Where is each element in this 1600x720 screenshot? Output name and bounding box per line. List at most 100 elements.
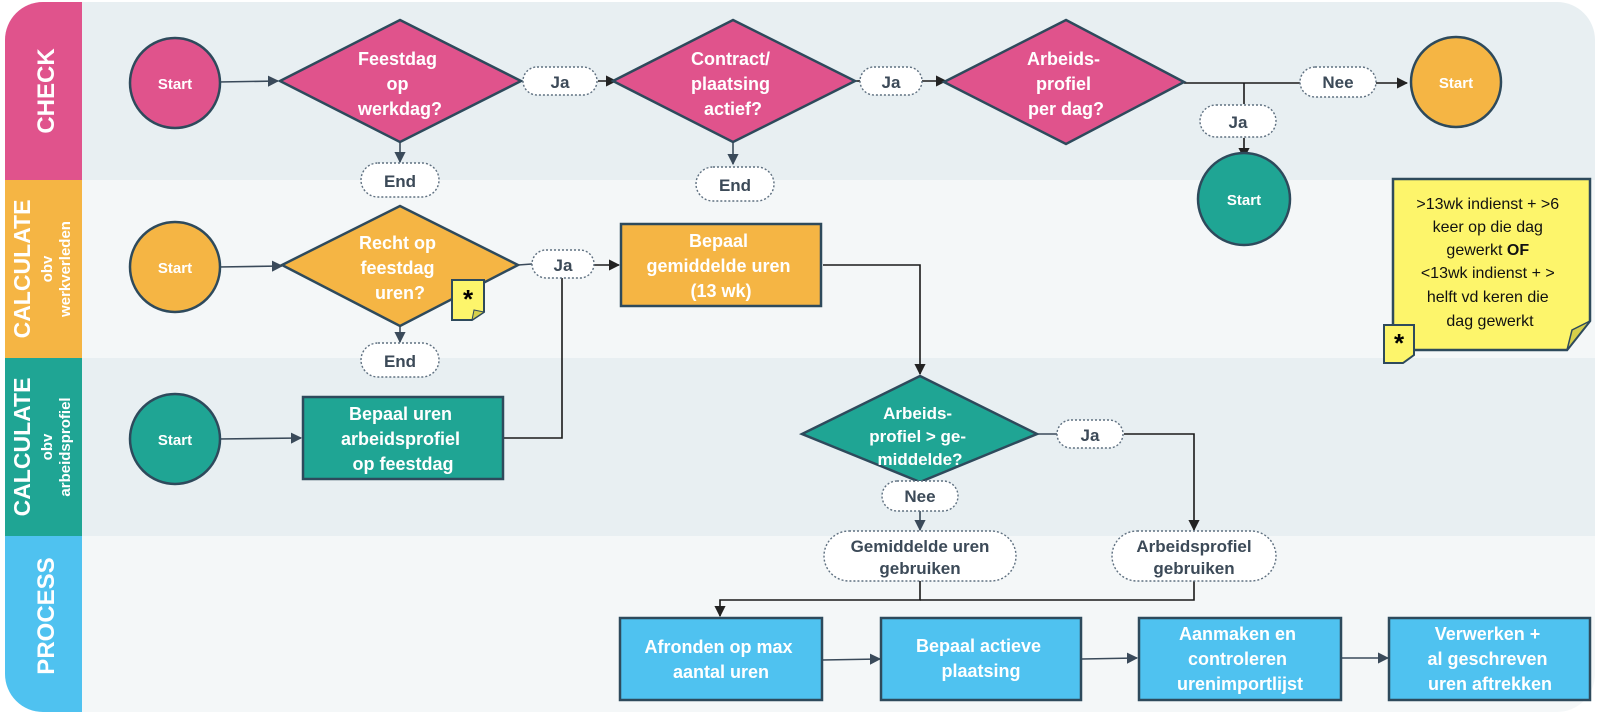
decision-recht-line3: uren? <box>375 283 425 303</box>
start-label: Start <box>158 432 192 449</box>
lane-check-header <box>5 2 82 180</box>
label-ja2: Ja <box>882 73 901 92</box>
lane-calc1-header <box>5 180 82 358</box>
lane-calc1-title: CALCULATE <box>9 200 35 339</box>
svg-text:Bepaal uren arbeidsprofi: Bepaal uren arbeidsprofiel op feestdag <box>341 404 465 474</box>
process-gemiddelde-line1: Bepaal <box>689 231 748 251</box>
process-verwerken-line3: uren aftrekken <box>1428 674 1552 694</box>
start-label: Start <box>1439 75 1473 92</box>
start-label: Start <box>158 76 192 93</box>
node-start-calc1: Start <box>128 220 222 314</box>
decision-contract-line3: actief? <box>704 99 762 119</box>
node-start-calc2: Start <box>128 392 222 486</box>
process-aanmaken: Aanmaken en controleren urenimportlijst <box>1137 616 1343 702</box>
note-line4: <13wk indienst + > <box>1421 265 1555 282</box>
decision-contract-line1: Contract/ <box>691 49 770 69</box>
svg-text:Feestdag op werkda: Feestdag op werkdag? <box>357 49 442 119</box>
pill-ja1 <box>522 66 598 96</box>
note-marker-icon: * <box>1383 324 1415 364</box>
pills <box>360 66 1377 582</box>
decision-arbeid-line3: per dag? <box>1028 99 1104 119</box>
decision-arbeid-line2: profiel <box>1036 74 1091 94</box>
label-nee2: Nee <box>904 487 935 506</box>
process-bepaal-line2: arbeidsprofiel <box>341 429 460 449</box>
decision-gem-line1: Arbeids- <box>883 404 952 423</box>
decision-recht-line2: feestdag <box>360 258 434 278</box>
process-bepaal-line3: op feestdag <box>352 454 453 474</box>
connector-start-feestdag <box>217 75 280 87</box>
connector-start-bepaal <box>217 432 303 444</box>
outcome-gem-line1: Gemiddelde uren <box>851 537 990 556</box>
decision-recht: Recht op feestdag uren? <box>279 204 521 328</box>
svg-text:>13wk indienst + >6 keer: >13wk indienst + >6 keer op die dag gewe… <box>1416 196 1563 330</box>
svg-text:Afronden op max aantal u: Afronden op max aantal uren <box>644 637 797 682</box>
marker-star: * <box>463 284 474 314</box>
footnote-marker-icon: * <box>451 279 486 322</box>
decision-contract: Contract/ plaatsing actief? <box>610 18 858 144</box>
decision-contract-line2: plaatsing <box>691 74 770 94</box>
node-start-check: Start <box>128 36 222 130</box>
connector-arbeid-afronden <box>920 580 1195 601</box>
svg-text:Aanmaken en controleren: Aanmaken en controleren urenimportlijst <box>1177 624 1303 694</box>
start-label: Start <box>158 260 192 277</box>
decision-feestdag-line2: op <box>386 74 408 94</box>
lane-process-header <box>5 536 82 712</box>
node-start-nee: Start <box>1409 35 1503 129</box>
label-nee1: Nee <box>1322 73 1353 92</box>
pill-end2 <box>695 166 775 202</box>
pill-ja4 <box>531 249 595 279</box>
pill-ja2 <box>859 66 923 96</box>
process-afronden: Afronden op max aantal uren <box>618 616 824 702</box>
connector-start-recht <box>217 260 284 272</box>
connector-actieve-aanmaken <box>1081 652 1139 664</box>
label-ja3: Ja <box>1229 113 1248 132</box>
note-marker-star: * <box>1394 328 1405 358</box>
pill-arbeid-gebruiken <box>1111 530 1277 582</box>
decision-arbeidsprofiel-dag: Arbeids- profiel per dag? <box>941 18 1187 146</box>
note-line1: >13wk indienst + >6 <box>1416 196 1559 213</box>
outcome-arbeid-line2: gebruiken <box>1153 559 1234 578</box>
note-line2: keer op die dag <box>1433 219 1543 236</box>
label-ja5: Ja <box>1081 426 1100 445</box>
decision-gem-line3: middelde? <box>877 450 962 469</box>
process-actieve-line1: Bepaal actieve <box>916 636 1041 656</box>
note-line5: helft vd keren die <box>1427 289 1549 306</box>
svg-text:Verwerken + al geschreve: Verwerken + al geschreven uren aftrekken <box>1427 624 1552 694</box>
outcome-gem-line2: gebruiken <box>879 559 960 578</box>
decision-feestdag-line3: werkdag? <box>357 99 442 119</box>
process-verwerken-line2: al geschreven <box>1427 649 1547 669</box>
condition-note: >13wk indienst + >6 keer op die dag gewe… <box>1383 177 1592 364</box>
process-bepaal-line1: Bepaal uren <box>349 404 452 424</box>
svg-text:Bepaal gemiddelde uren: Bepaal gemiddelde uren (13 wk) <box>646 231 795 301</box>
decision-feestdag-line1: Feestdag <box>358 49 437 69</box>
process-verwerken-line1: Verwerken + <box>1435 624 1541 644</box>
pill-labels: Ja Ja Nee Ja End End Ja End Ja Nee Gemid… <box>384 73 1354 578</box>
svg-text:Contract/ plaatsing: Contract/ plaatsing actief? <box>691 49 775 119</box>
note-line3b: OF <box>1507 242 1529 259</box>
decision-arbeid-line1: Arbeids- <box>1027 49 1100 69</box>
outcome-arbeid-line1: Arbeidsprofiel <box>1136 537 1251 556</box>
note-line3a: gewerkt <box>1446 242 1506 259</box>
connector-ja-arbeidsprofiel <box>1124 433 1200 532</box>
process-bepaal-uren: Bepaal uren arbeidsprofiel op feestdag <box>301 395 505 481</box>
lane-calc1-sub2: werkverleden <box>57 221 74 318</box>
process-gemiddelde-line2: gemiddelde uren <box>646 256 790 276</box>
connector-gem-afronden <box>714 580 921 618</box>
lane-process-title: PROCESS <box>33 557 60 674</box>
process-actieve: Bepaal actieve plaatsing <box>879 616 1083 702</box>
end2-label: End <box>719 176 751 195</box>
pill-ja5 <box>1056 419 1124 449</box>
lane-calc2-header <box>5 358 82 536</box>
lane-calc2-bg <box>5 358 1595 536</box>
connector-gemiddelde-arbeidgem <box>823 264 926 376</box>
process-actieve-line2: plaatsing <box>941 661 1020 681</box>
process-afronden-line1: Afronden op max <box>644 637 792 657</box>
svg-text:Recht op feestdag: Recht op feestdag uren? <box>359 233 441 303</box>
svg-text:Arbeids- profiel p: Arbeids- profiel per dag? <box>1027 49 1105 119</box>
svg-text:Arbeids- profiel > ge-: Arbeids- profiel > ge- middelde? <box>869 404 971 469</box>
svg-text:Bepaal actieve plaatsing: Bepaal actieve plaatsing <box>916 636 1046 681</box>
decision-arbeid-gemiddelde: Arbeids- profiel > ge- middelde? <box>798 374 1041 484</box>
process-aanmaken-line3: urenimportlijst <box>1177 674 1303 694</box>
lane-calc1-sub1: obv <box>39 255 56 282</box>
pill-end1 <box>360 162 440 198</box>
